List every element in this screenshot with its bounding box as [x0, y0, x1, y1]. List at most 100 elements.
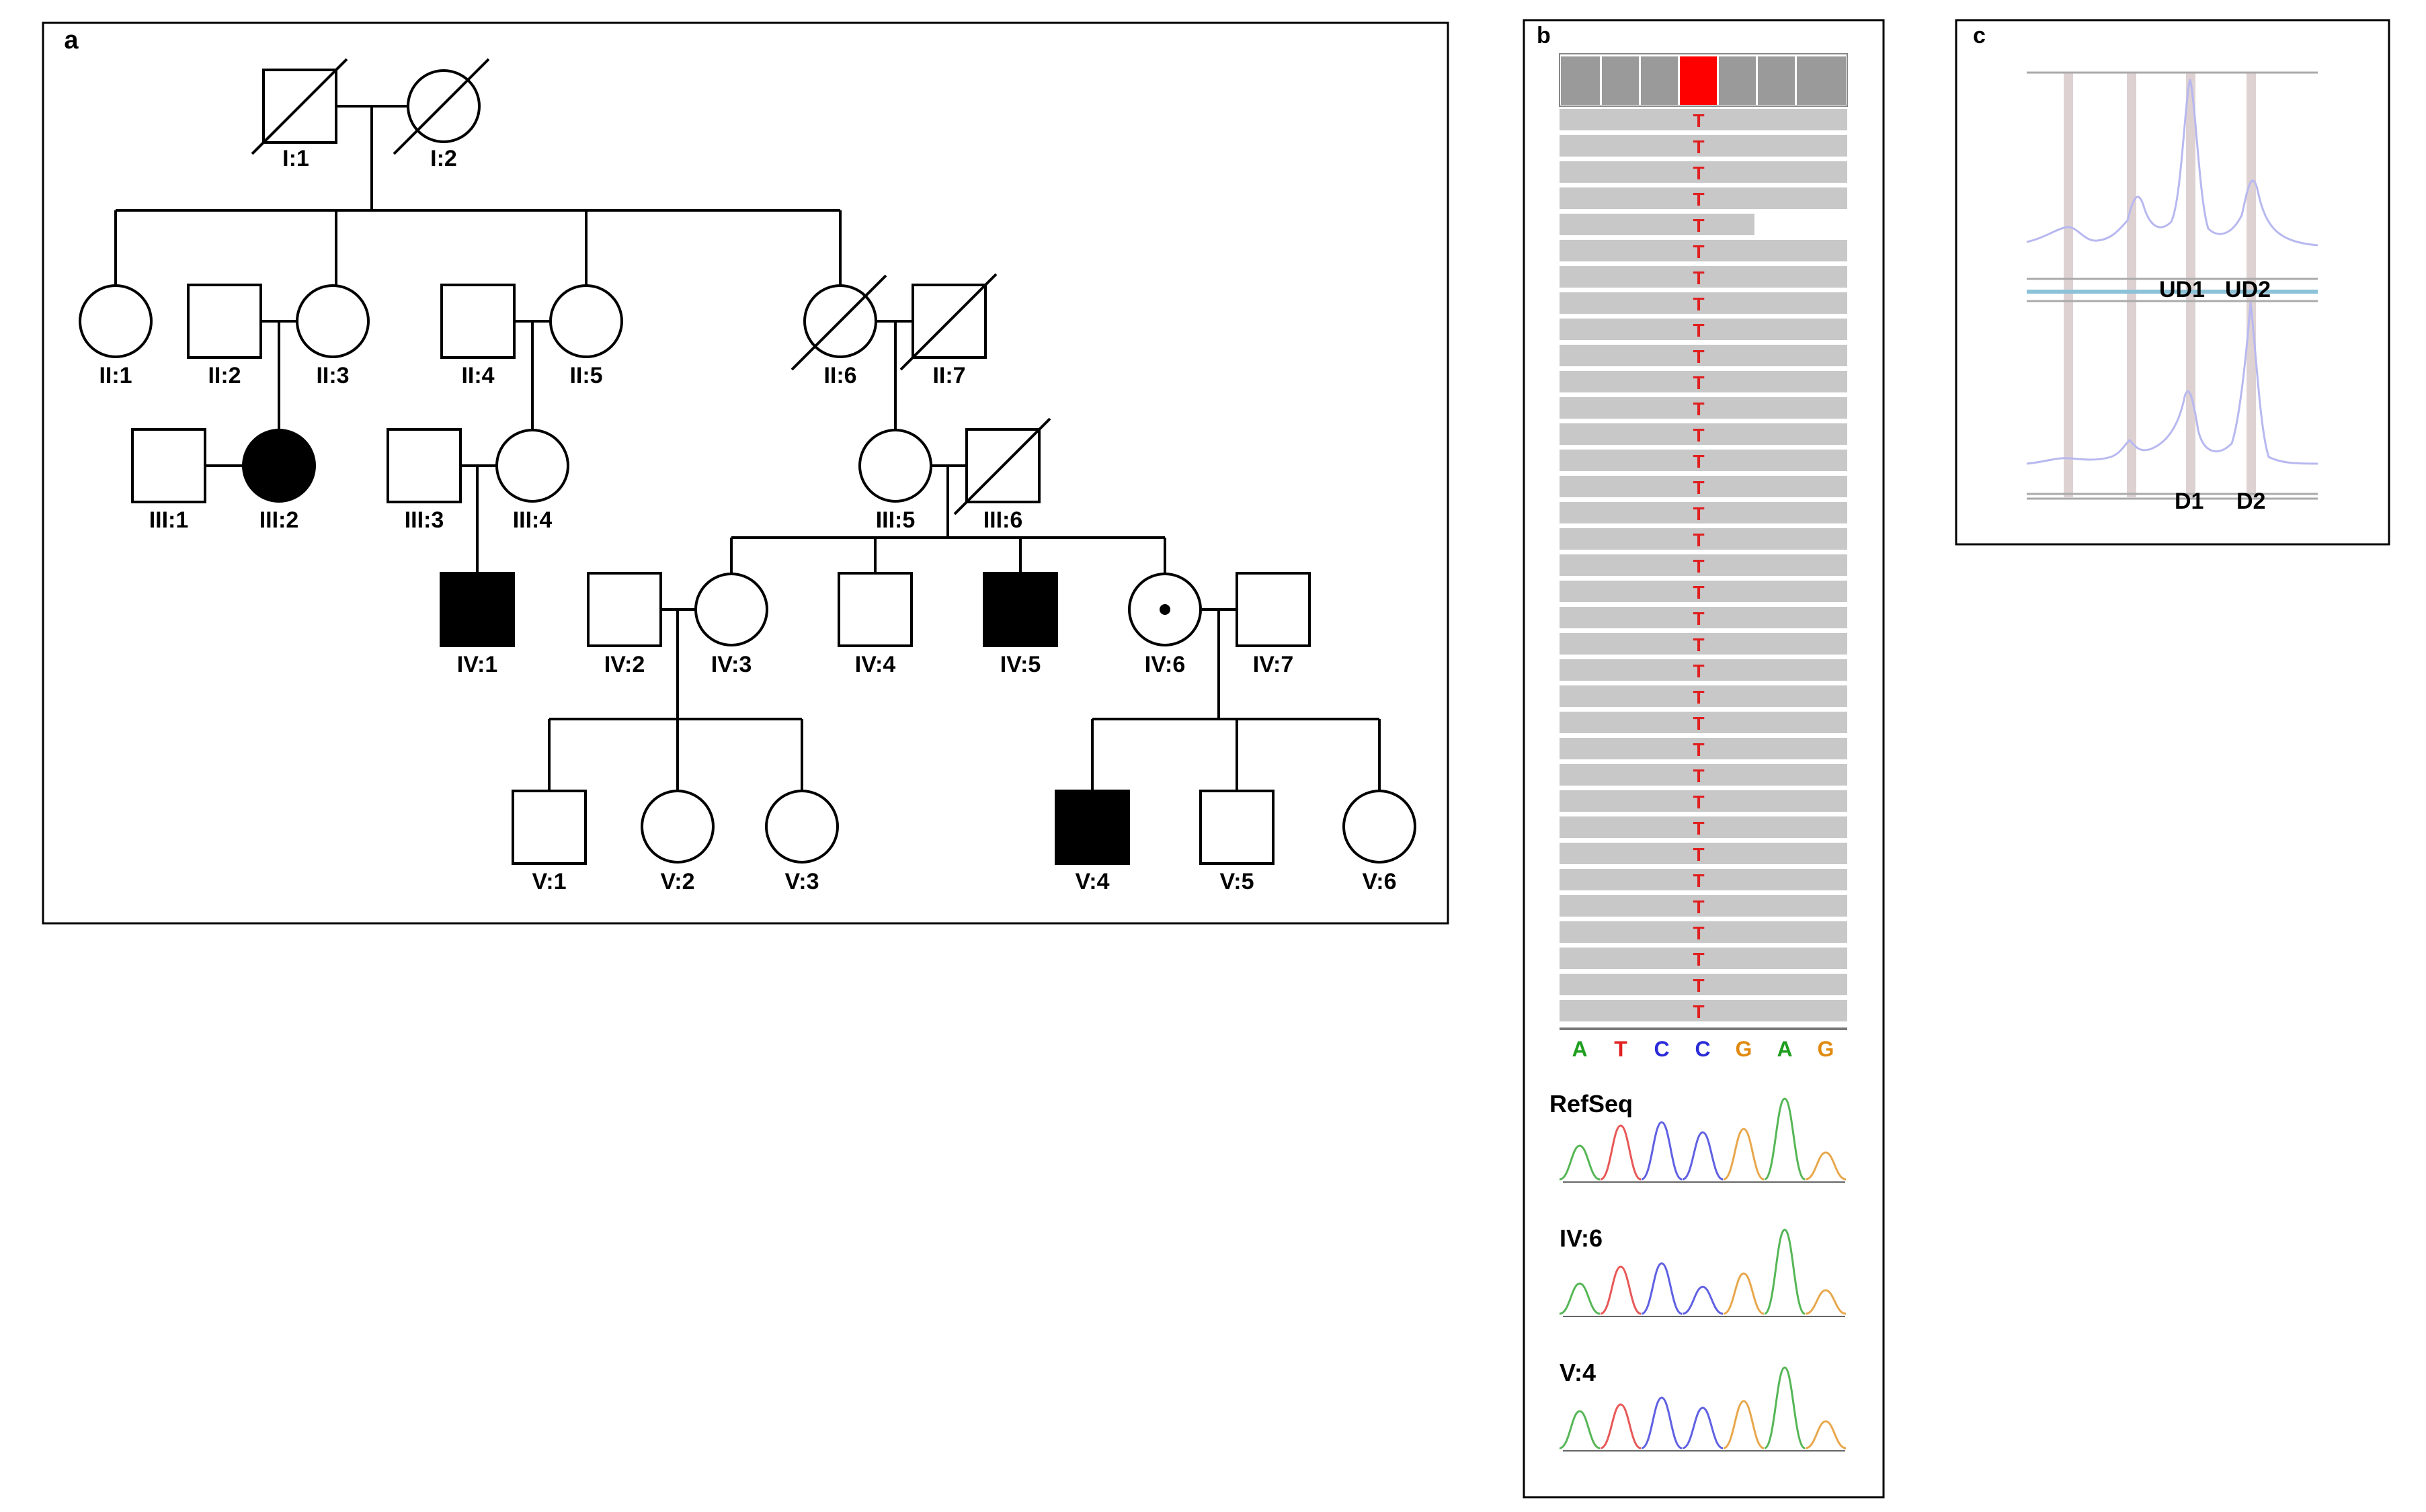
label-III6: III:6: [983, 507, 1023, 533]
label-V2: V:2: [660, 869, 694, 894]
panel-c: c UD1 UD2 D1 D2: [1955, 19, 2390, 546]
panel-c-frame: [1955, 19, 2390, 546]
read-variant-base: T: [1693, 136, 1704, 157]
trace-peak: [1682, 1406, 1724, 1450]
label-III1: III:1: [149, 507, 189, 533]
individual-III2: [242, 429, 316, 503]
label-I1: I:1: [282, 146, 309, 171]
label-III3: III:3: [405, 507, 444, 533]
individual-III6: [953, 417, 1051, 515]
reference-base: G: [1736, 1037, 1752, 1061]
panel-a-frame: [42, 22, 1449, 925]
trace-peak: [1682, 1286, 1724, 1315]
pedigree-lines: [114, 105, 1381, 791]
trace-peak: [1682, 1131, 1724, 1181]
label-V5: V:5: [1219, 869, 1254, 894]
label-II5: II:5: [569, 363, 602, 388]
read: [1560, 712, 1847, 733]
read-variant-base: T: [1693, 294, 1704, 314]
sanger-traces: [1559, 1097, 1847, 1452]
label-III4: III:4: [513, 507, 553, 533]
read: [1560, 816, 1847, 838]
read-variant-base: T: [1693, 818, 1704, 839]
read: [1560, 266, 1847, 288]
read: [1560, 790, 1847, 812]
panel-b-letter: b: [1537, 23, 1551, 48]
read: [1560, 738, 1847, 759]
individual-IV2: [587, 572, 662, 647]
read-variant-base: T: [1693, 556, 1704, 577]
individual-I2: [393, 58, 490, 155]
read-variant-base: T: [1693, 503, 1704, 524]
individual-V1: [512, 790, 587, 865]
trace-peak: [1764, 1366, 1806, 1450]
read: [1560, 633, 1847, 655]
label-V6: V:6: [1362, 869, 1396, 894]
trace-peak: [1764, 1097, 1806, 1181]
label-III5: III:5: [876, 507, 916, 533]
individual-II5: [549, 284, 623, 358]
trace-peak: [1559, 1282, 1601, 1315]
read: [1560, 607, 1847, 628]
individual-II2: [187, 284, 262, 359]
individual-V2: [641, 790, 715, 864]
peak-axes: [2027, 71, 2318, 500]
read: [1560, 974, 1847, 995]
individual-III1: [131, 428, 206, 503]
read: [1560, 187, 1847, 209]
reference-base: A: [1777, 1037, 1792, 1061]
individual-IV1: [440, 572, 515, 647]
trace-peak: [1764, 1228, 1806, 1315]
peak-bands: [2064, 73, 2256, 497]
read: [1560, 685, 1847, 707]
read-variant-base: T: [1693, 661, 1704, 681]
label-II7: II:7: [932, 363, 965, 388]
read-variant-base: T: [1693, 634, 1704, 655]
read-variant-base: T: [1693, 870, 1704, 891]
trace-peak: [1600, 1124, 1642, 1181]
read-variant-base: T: [1693, 163, 1704, 183]
panel-b-frame: [1523, 19, 1885, 1499]
label-IV6: IV:6: [1145, 652, 1185, 677]
read: [1560, 1000, 1847, 1021]
trace-peak: [1641, 1396, 1683, 1450]
individual-III3: [387, 428, 462, 503]
read: [1560, 659, 1847, 681]
read-variant-base: T: [1693, 215, 1704, 236]
individual-II6: [791, 274, 887, 371]
individual-IV6: [1128, 573, 1202, 646]
read-variant-base: T: [1693, 844, 1704, 865]
label-I2: I:2: [430, 146, 457, 171]
individual-II7: [899, 273, 998, 371]
read: [1560, 843, 1847, 864]
label-V3: V:3: [784, 869, 819, 894]
read: [1560, 764, 1847, 786]
read-variant-base: T: [1693, 687, 1704, 708]
read: [1560, 397, 1847, 419]
individual-III4: [495, 429, 569, 503]
trace-peak: [1641, 1121, 1683, 1181]
trace-peak: [1723, 1272, 1765, 1315]
read: [1560, 292, 1847, 314]
read-variant-base: T: [1693, 923, 1704, 943]
read-variant-base: T: [1693, 713, 1704, 734]
trace-label-iv6: IV:6: [1560, 1224, 1603, 1252]
read-variant-base: T: [1693, 189, 1704, 210]
trace-peak: [1723, 1400, 1765, 1450]
panel-a-labels: a I:1 I:2 II:1 II:2 II:3 II:4 II:5 II:6 …: [64, 26, 1396, 894]
label-II4: II:4: [461, 363, 494, 388]
individual-III5: [858, 429, 932, 503]
trace-peak: [1600, 1265, 1642, 1315]
read: [1560, 135, 1847, 157]
trace-peak: [1559, 1144, 1601, 1181]
label-ud2: UD2: [2225, 277, 2271, 302]
read: [1560, 581, 1847, 602]
trace-peak: [1805, 1420, 1847, 1450]
read-variant-base: T: [1693, 398, 1704, 419]
read-variant-base: T: [1693, 530, 1704, 550]
label-V1: V:1: [532, 869, 566, 894]
trace-label-refseq: RefSeq: [1549, 1090, 1633, 1118]
individual-V6: [1342, 790, 1416, 864]
